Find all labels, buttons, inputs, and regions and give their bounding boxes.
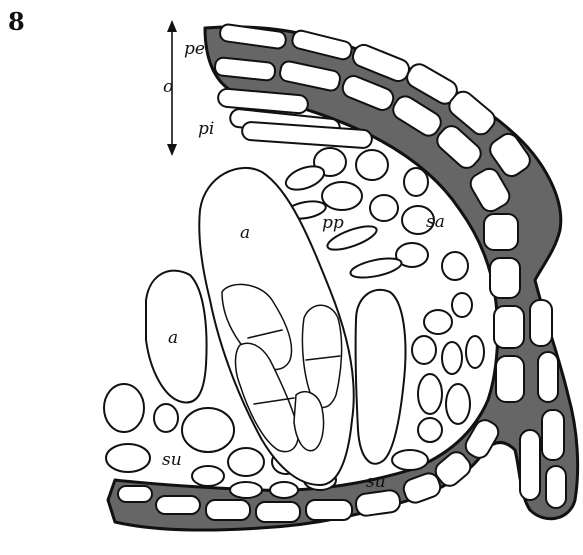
label-ascus-lower: a <box>168 328 178 348</box>
label-su-right: su <box>366 472 386 492</box>
label-pp: pp <box>322 213 344 233</box>
figure-number: 8 <box>8 7 25 36</box>
label-su-left: su <box>162 450 182 470</box>
label-sa: sa <box>426 212 445 232</box>
label-pe: pe <box>184 39 205 59</box>
label-pi: pi <box>198 119 214 139</box>
label-o: o <box>163 77 173 97</box>
label-ascus-upper: a <box>240 223 250 243</box>
